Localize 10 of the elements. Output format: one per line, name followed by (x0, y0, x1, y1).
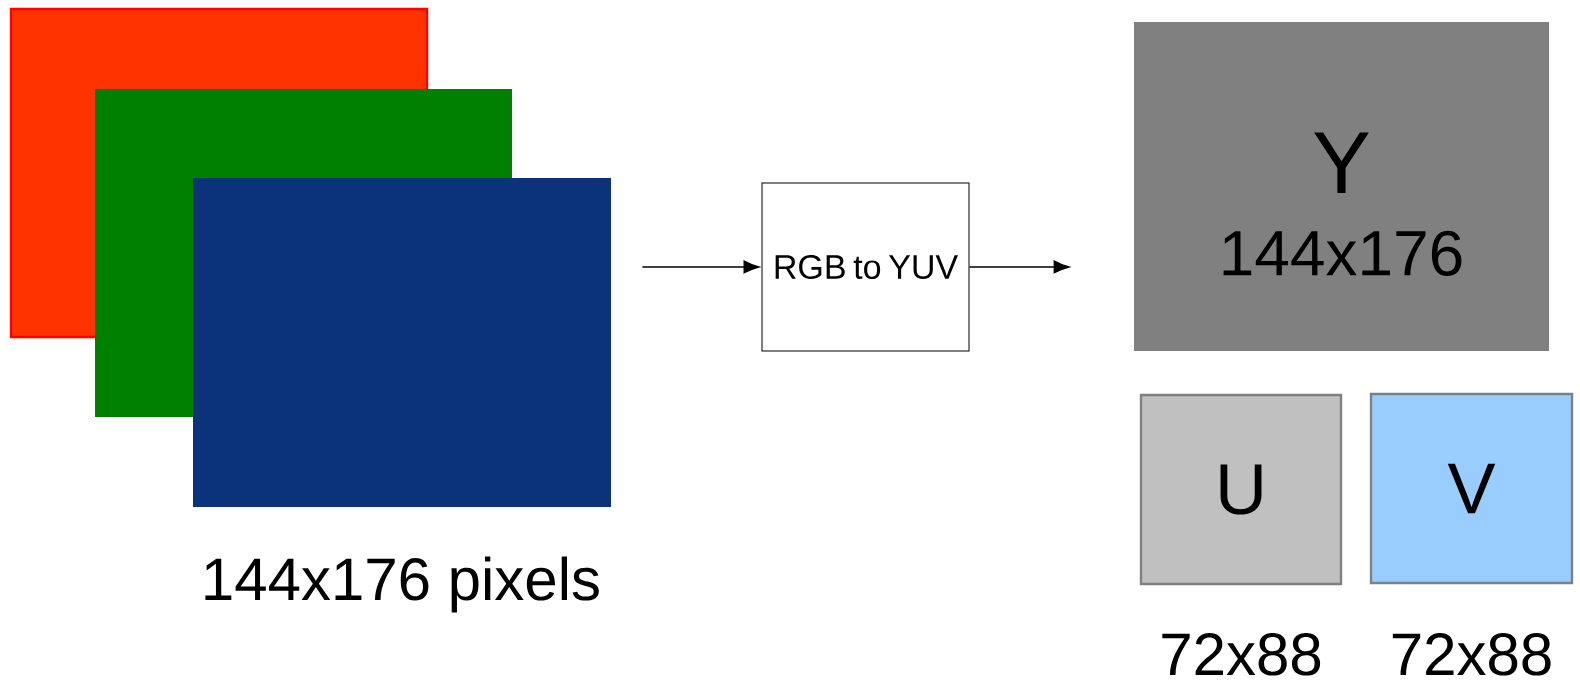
channel-plane: V (1369, 392, 1574, 585)
channel-plane: U (1139, 393, 1343, 586)
arrow (641, 260, 760, 274)
size-label: 144x176 pixels (205, 556, 599, 613)
size-label: 72x88 (1392, 633, 1551, 676)
image-plane (193, 178, 611, 507)
channel-plane: Y 144x176 (1134, 22, 1549, 351)
process-box: RGB to YUV (761, 182, 970, 352)
arrow (968, 260, 1070, 274)
size-label: 72x88 (1162, 633, 1321, 676)
